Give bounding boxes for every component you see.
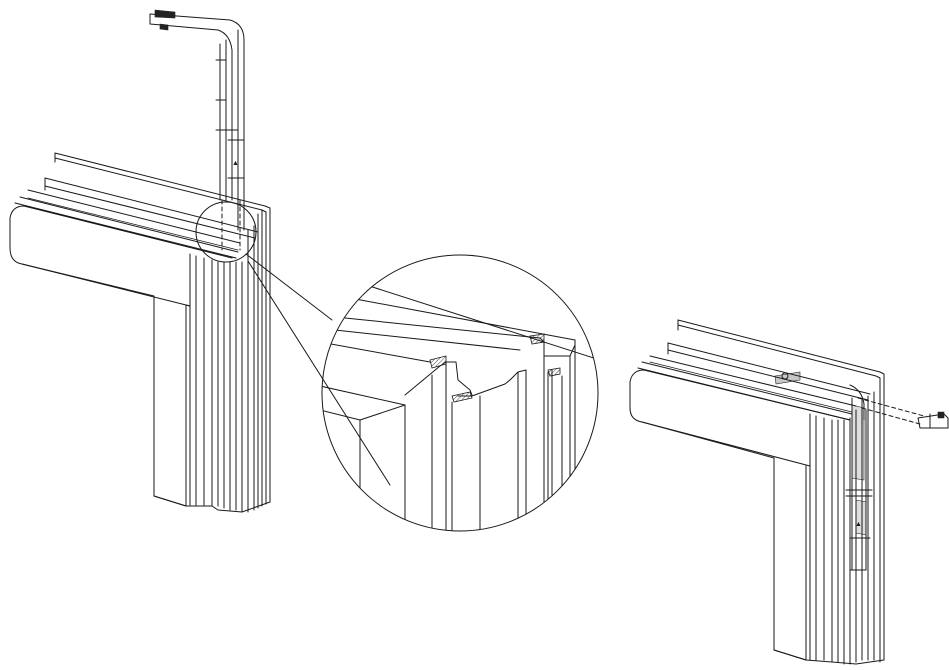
left-vertical-guide: ▲ <box>149 9 245 251</box>
left-window-frame <box>9 152 271 513</box>
magnified-detail <box>321 254 599 532</box>
detail-callout-circle <box>195 201 257 263</box>
leader-line-upper <box>245 253 333 321</box>
arrow-mark-icon: ▲ <box>232 160 239 167</box>
arrow-mark-icon: ▲ <box>855 521 862 528</box>
right-window-frame <box>629 319 885 665</box>
leader-line-lower <box>247 260 391 486</box>
magnifier-circle <box>321 254 599 532</box>
right-shutter-guide: ▲ <box>774 371 949 571</box>
